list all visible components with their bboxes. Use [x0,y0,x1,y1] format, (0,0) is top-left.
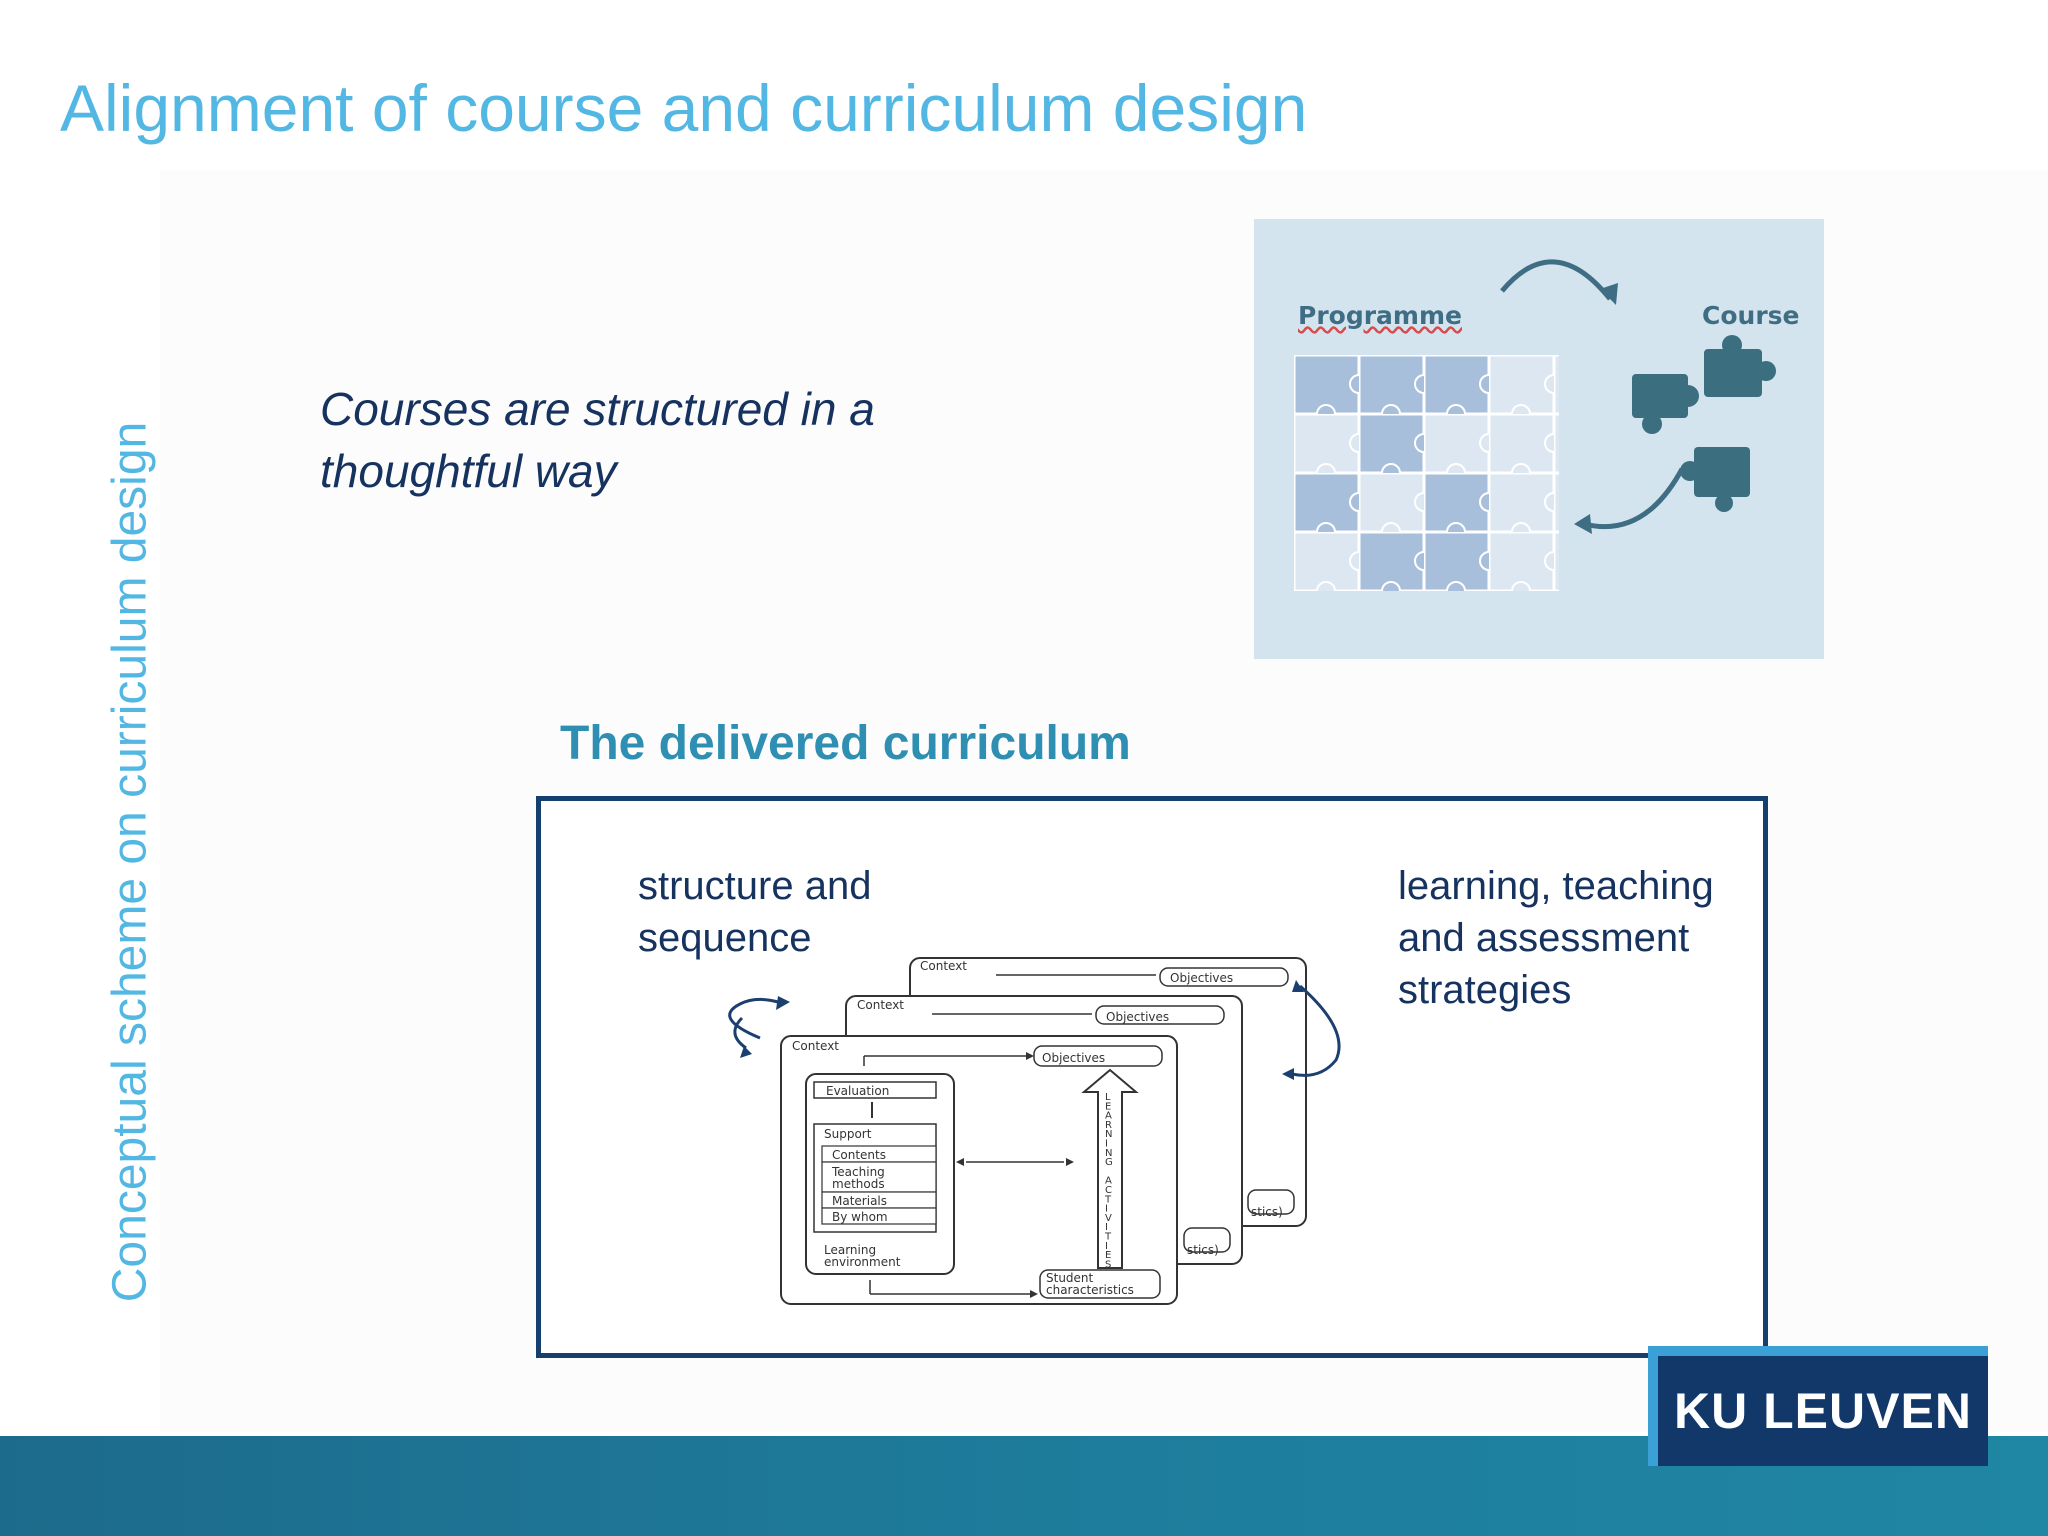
middle-stics-label: stics) [1187,1243,1219,1257]
student-label-2: characteristics [1046,1283,1134,1297]
programme-puzzle-dark-pieces [1294,355,1489,591]
return-arrow-icon [1583,467,1685,530]
learning-activities-letter: N [1105,1129,1112,1140]
learning-activities-letter: I [1105,1204,1108,1215]
learning-activities-letter: I [1105,1139,1108,1150]
learning-activities-letter: A [1105,1176,1112,1187]
learning-activities-letter: I [1105,1241,1108,1252]
learning-activities-letter: I [1105,1222,1108,1233]
delivered-curriculum-heading: The delivered curriculum [560,717,1131,770]
materials-label: Materials [832,1194,887,1208]
front-context-label: Context [792,1039,839,1053]
learning-activities-letter: V [1105,1213,1112,1224]
course-label: Course [1702,301,1800,330]
right-curved-arrow-icon [1291,984,1341,1077]
puzzle-graphic [1294,259,1776,591]
structure-sequence-note: structure and sequence [638,864,872,960]
back-context-label: Context [920,959,967,973]
teaching-label-1: Teaching [831,1165,885,1179]
front-objectives-label: Objectives [1042,1051,1105,1065]
student-label-1: Student [1046,1271,1094,1285]
teaching-label-2: methods [832,1177,885,1191]
learning-activities-letter: C [1105,1185,1112,1196]
support-label: Support [824,1127,872,1141]
learning-teaching-note: learning, teaching and assessment strate… [1398,864,1714,1012]
evaluation-label: Evaluation [826,1084,889,1098]
learning-activities-letter: S [1105,1259,1111,1270]
slide-title: Alignment of course and curriculum desig… [60,71,1308,145]
left-curved-arrow-icon [728,997,779,1040]
back-stics-label: stics) [1251,1205,1283,1219]
course-puzzle-pieces [1632,335,1776,512]
learning-activities-letter: T [1104,1194,1112,1205]
learning-activities-letter: G [1105,1157,1113,1168]
learning-environment-label-1: Learning [824,1243,876,1257]
learning-environment-label-2: environment [824,1255,901,1269]
programme-label: Programme [1298,301,1462,330]
ku-leuven-logo: KU LEUVEN [1658,1356,1988,1466]
middle-context-label: Context [857,998,904,1012]
middle-objectives-label: Objectives [1106,1010,1169,1024]
by-whom-label: By whom [832,1210,888,1224]
learning-activities-letter: L [1105,1092,1111,1103]
learning-activities-letter: N [1105,1148,1112,1159]
learning-activities-letter: T [1104,1232,1112,1243]
back-objectives-label: Objectives [1170,971,1233,985]
curved-arrow-icon [1500,259,1612,301]
puzzle-illustration: Programme Course [1254,219,1824,659]
learning-activities-letter: E [1105,1250,1111,1261]
learning-activities-letter: R [1105,1120,1112,1131]
learning-activities-arrow [1081,1068,1139,1269]
learning-activities-letter: A [1105,1111,1112,1122]
contents-label: Contents [832,1148,886,1162]
learning-activities-letter: E [1105,1101,1111,1112]
intro-text: Courses are structured in a thoughtful w… [320,383,875,497]
